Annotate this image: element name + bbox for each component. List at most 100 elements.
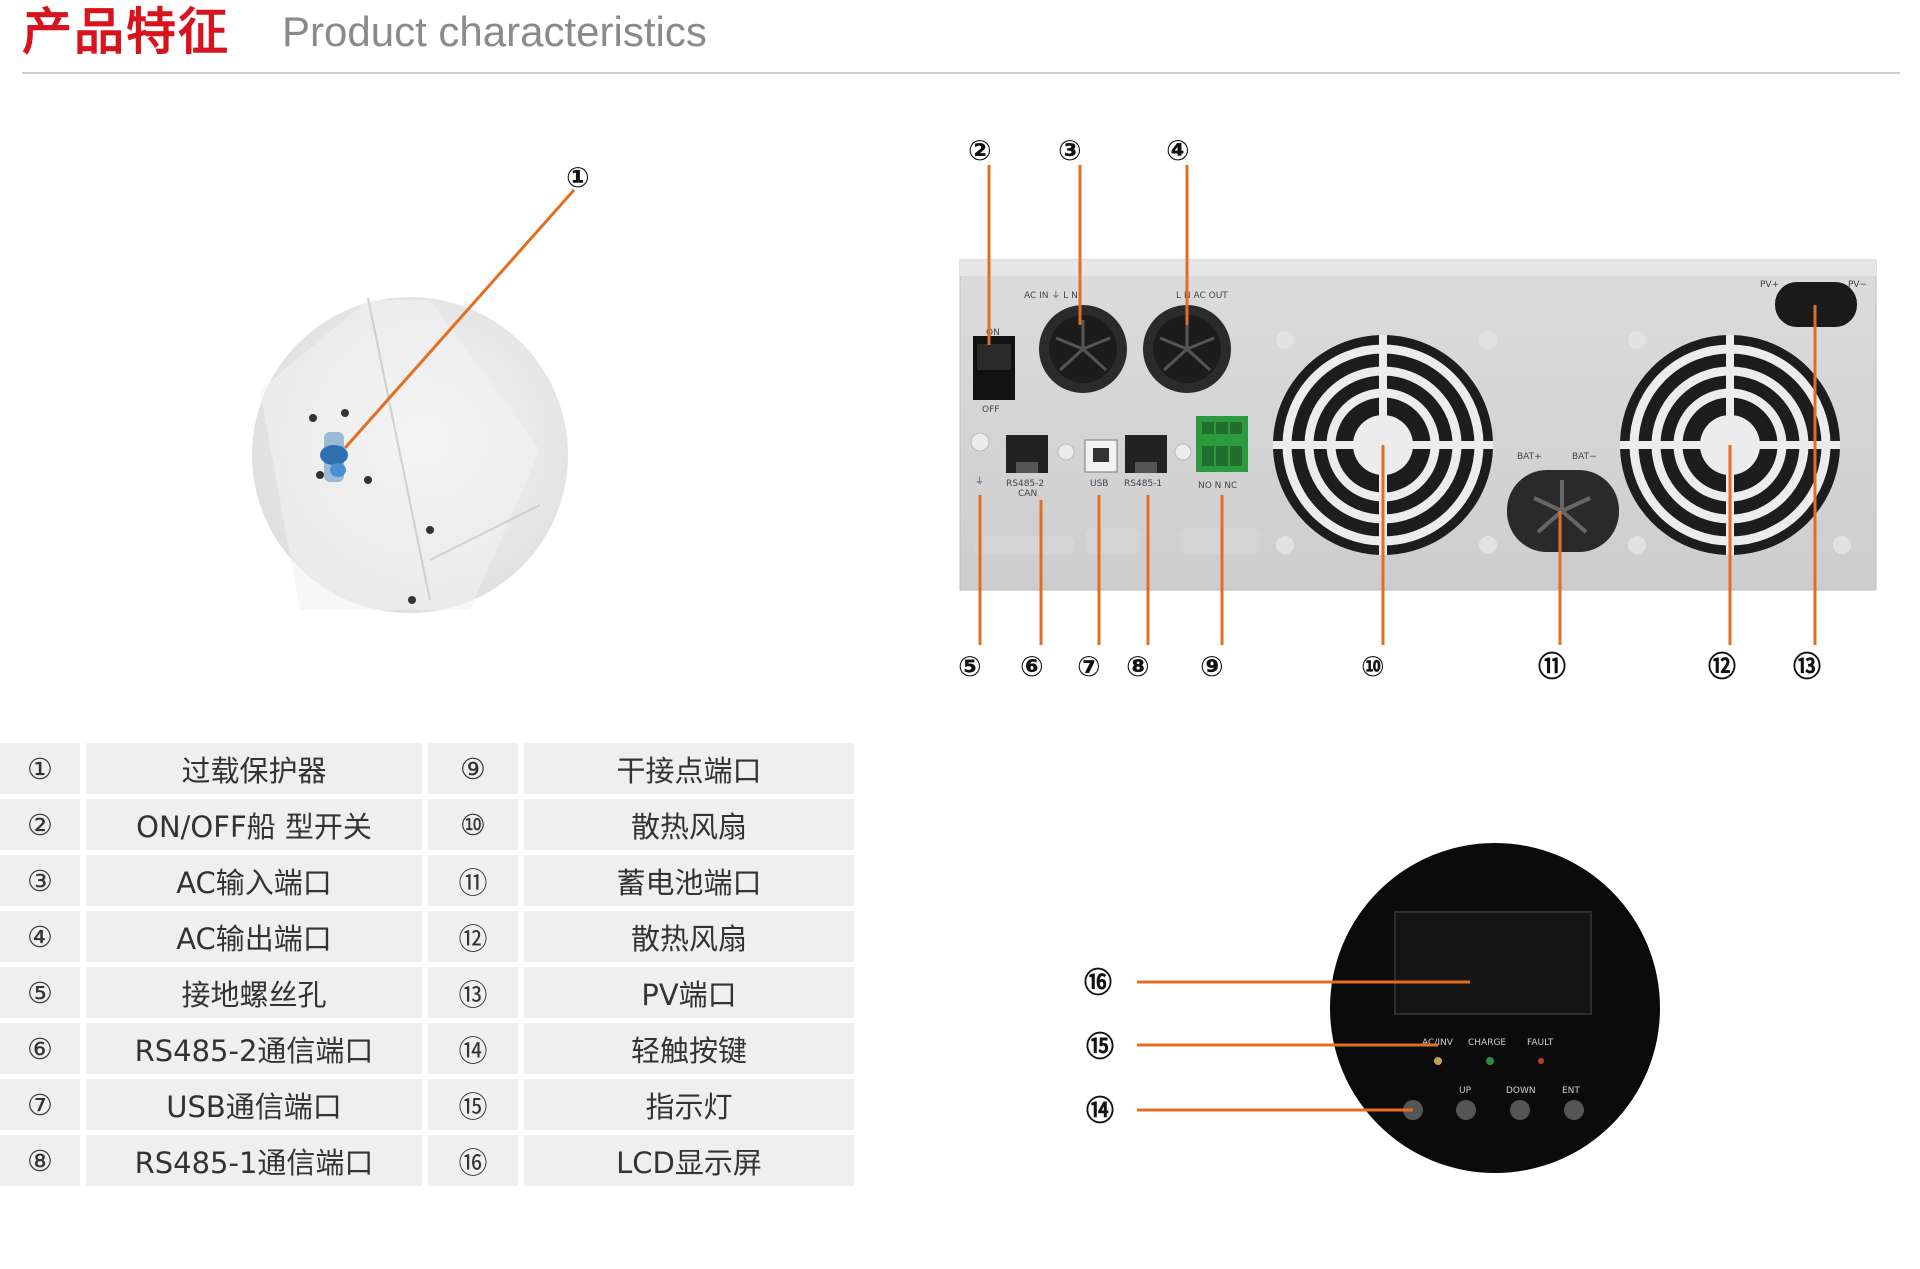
battery-port: BAT+ BAT− — [1507, 452, 1619, 552]
legend-num: ② — [0, 799, 80, 850]
ac-in-label: AC IN ⏚ L N — [1024, 290, 1078, 301]
page-header: 产品特征 Product characteristics — [22, 0, 1900, 74]
button-up — [1456, 1100, 1476, 1120]
callout-8: ⑧ — [1126, 650, 1150, 683]
legend-num: ⑯ — [428, 1135, 518, 1186]
button-down — [1510, 1100, 1530, 1120]
legend-row: ② ON/OFF船 型开关 ⑩ 散热风扇 — [0, 799, 854, 850]
legend-row: ③ AC输入端口 ⑪ 蓄电池端口 — [0, 855, 854, 906]
callout-15: ⑮ — [1086, 1030, 1114, 1063]
legend-num: ③ — [0, 855, 80, 906]
legend-num: ⑤ — [0, 967, 80, 1018]
callout-5: ⑤ — [958, 650, 982, 683]
button-down-label: DOWN — [1506, 1086, 1536, 1096]
callout-1: ① — [566, 161, 590, 194]
legend-desc: 干接点端口 — [524, 743, 854, 794]
callout-16: ⑯ — [1084, 966, 1112, 999]
bat-pos-label: BAT+ — [1517, 452, 1542, 462]
legend-desc: PV端口 — [524, 967, 854, 1018]
legend-desc: AC输出端口 — [86, 911, 422, 962]
legend-row: ④ AC输出端口 ⑫ 散热风扇 — [0, 911, 854, 962]
ground-symbol: ⏚ — [975, 476, 984, 487]
legend-desc: 指示灯 — [524, 1079, 854, 1130]
legend-row: ⑥ RS485-2通信端口 ⑭ 轻触按键 — [0, 1023, 854, 1074]
callout-numbers: ① ② ③ ④ ⑤ ⑥ ⑦ ⑧ ⑨ ⑩ ⑪ ⑫ ⑬ ⑭ ⑮ ⑯ — [566, 134, 1821, 1127]
dry-contact-label: NO N NC — [1198, 481, 1237, 491]
legend-desc: RS485-2通信端口 — [86, 1023, 422, 1074]
pv-pos-label: PV+ — [1760, 280, 1779, 290]
callout-4: ④ — [1166, 134, 1190, 167]
leader-lines — [343, 165, 1817, 1112]
callout-13: ⑬ — [1793, 650, 1821, 683]
legend-num: ⑨ — [428, 743, 518, 794]
led-fault-label: FAULT — [1527, 1038, 1554, 1048]
led-charge — [1486, 1057, 1494, 1065]
led-fault — [1538, 1058, 1544, 1064]
rocker-switch: ON OFF — [973, 328, 1015, 415]
legend-desc: 轻触按键 — [524, 1023, 854, 1074]
led-acinv-label: AC/INV — [1422, 1038, 1454, 1048]
front-panel: AC/INV CHARGE FAULT UP DOWN ENT — [1330, 843, 1660, 1173]
button-up-label: UP — [1459, 1086, 1472, 1096]
legend-row: ⑤ 接地螺丝孔 ⑬ PV端口 — [0, 967, 854, 1018]
pv-port: PV+ PV− — [1760, 280, 1867, 327]
legend-num: ① — [0, 743, 80, 794]
page-title-cn: 产品特征 — [22, 3, 230, 61]
page-title-en: Product characteristics — [282, 8, 707, 55]
switch-on-label: ON — [986, 328, 1000, 338]
legend-num: ⑫ — [428, 911, 518, 962]
lcd-screen — [1394, 911, 1592, 1015]
usb-label: USB — [1090, 479, 1108, 489]
legend-desc: 过载保护器 — [86, 743, 422, 794]
legend-num: ④ — [0, 911, 80, 962]
button-ent-label: ENT — [1562, 1086, 1580, 1096]
legend-desc: AC输入端口 — [86, 855, 422, 906]
legend-desc: 蓄电池端口 — [524, 855, 854, 906]
legend-num: ⑥ — [0, 1023, 80, 1074]
callout-12: ⑫ — [1708, 650, 1736, 683]
overload-protector — [320, 432, 348, 482]
callout-9: ⑨ — [1200, 650, 1224, 683]
callout-14: ⑭ — [1086, 1094, 1114, 1127]
legend-num: ⑭ — [428, 1023, 518, 1074]
rear-panel: ON OFF AC IN ⏚ L N L N AC OUT ⏚ RS485-2 … — [959, 259, 1877, 591]
ac-output-gland — [1143, 305, 1231, 393]
legend-num: ⑧ — [0, 1135, 80, 1186]
legend-row: ⑦ USB通信端口 ⑮ 指示灯 — [0, 1079, 854, 1130]
legend-num: ⑦ — [0, 1079, 80, 1130]
legend-desc: 散热风扇 — [524, 911, 854, 962]
legend-table: ① 过载保护器 ⑨ 干接点端口 ② ON/OFF船 型开关 ⑩ 散热风扇 ③ A… — [0, 738, 854, 1191]
legend-row: ① 过载保护器 ⑨ 干接点端口 — [0, 743, 854, 794]
ac-out-label: L N AC OUT — [1176, 291, 1228, 301]
legend-desc: ON/OFF船 型开关 — [86, 799, 422, 850]
legend-row: ⑧ RS485-1通信端口 ⑯ LCD显示屏 — [0, 1135, 854, 1186]
rs485-1-label: RS485-1 — [1124, 479, 1162, 489]
bat-neg-label: BAT− — [1572, 452, 1597, 462]
callout-10: ⑩ — [1361, 650, 1385, 683]
switch-off-label: OFF — [982, 405, 999, 415]
rs485-2-label: RS485-2 — [1006, 479, 1044, 489]
legend-num: ⑬ — [428, 967, 518, 1018]
legend-desc: 散热风扇 — [524, 799, 854, 850]
side-view-detail — [252, 297, 568, 613]
callout-3: ③ — [1058, 134, 1082, 167]
pv-neg-label: PV− — [1848, 280, 1867, 290]
ac-input-gland — [1039, 305, 1127, 393]
legend-desc: USB通信端口 — [86, 1079, 422, 1130]
legend-num: ⑮ — [428, 1079, 518, 1130]
led-acinv — [1434, 1057, 1442, 1065]
legend-desc: RS485-1通信端口 — [86, 1135, 422, 1186]
callout-11: ⑪ — [1538, 650, 1566, 683]
legend-num: ⑪ — [428, 855, 518, 906]
rs485-2-port: RS485-2 CAN — [1006, 435, 1048, 499]
legend-num: ⑩ — [428, 799, 518, 850]
callout-6: ⑥ — [1020, 650, 1044, 683]
can-label: CAN — [1018, 489, 1037, 499]
button-ent — [1564, 1100, 1584, 1120]
led-charge-label: CHARGE — [1468, 1038, 1506, 1048]
dry-contact-connector: NO N NC — [1196, 416, 1248, 491]
legend-desc: LCD显示屏 — [524, 1135, 854, 1186]
rs485-1-port: RS485-1 — [1124, 435, 1167, 489]
callout-2: ② — [968, 134, 992, 167]
